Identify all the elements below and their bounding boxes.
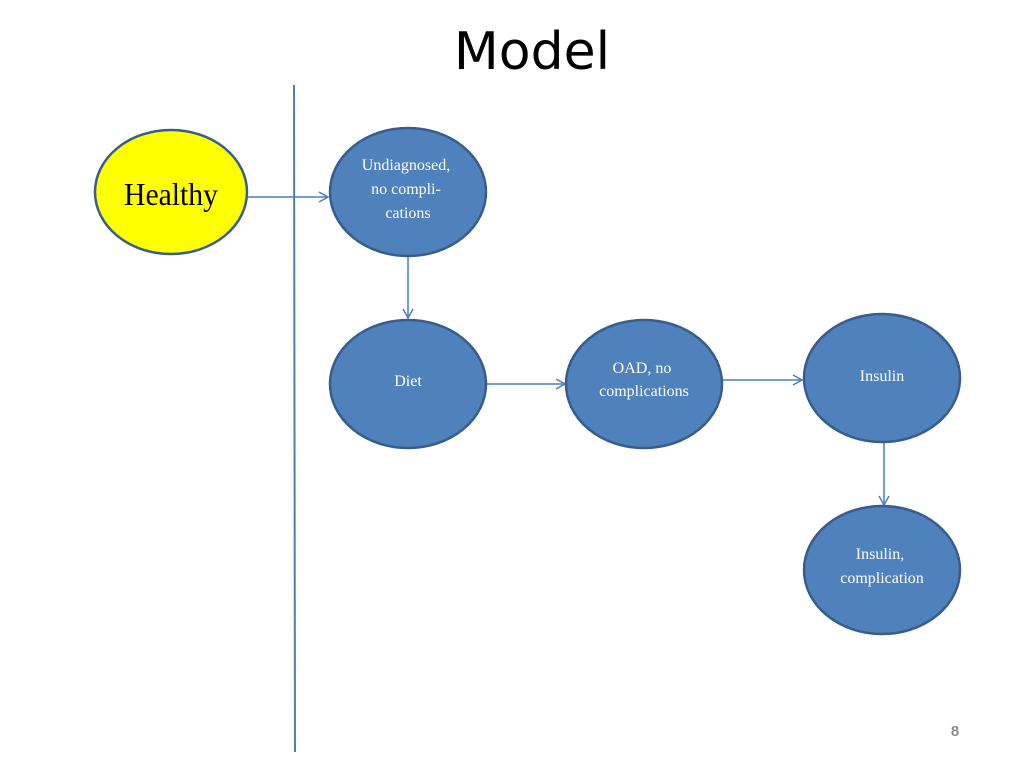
node-insulin-label: Insulin (860, 368, 904, 385)
slide-title: Model (453, 22, 611, 82)
node-healthy-label: Healthy (124, 176, 218, 212)
node-oad: OAD, no complications (564, 318, 724, 450)
node-oad-label: OAD, no complications (599, 360, 689, 400)
node-undiagnosed-label: Undiagnosed, no compli- cations (362, 157, 454, 222)
divider-line (293, 84, 296, 753)
node-undiagnosed: Undiagnosed, no compli- cations (328, 126, 488, 258)
node-healthy: Healthy (93, 128, 249, 256)
node-insulin-complication-label: Insulin, complication (840, 546, 924, 587)
page-number: 8 (950, 723, 960, 740)
node-insulin: Insulin (802, 312, 962, 444)
node-diet: Diet (328, 318, 488, 450)
node-diet-label: Diet (394, 373, 422, 390)
node-insulin-complication: Insulin, complication (802, 504, 962, 636)
